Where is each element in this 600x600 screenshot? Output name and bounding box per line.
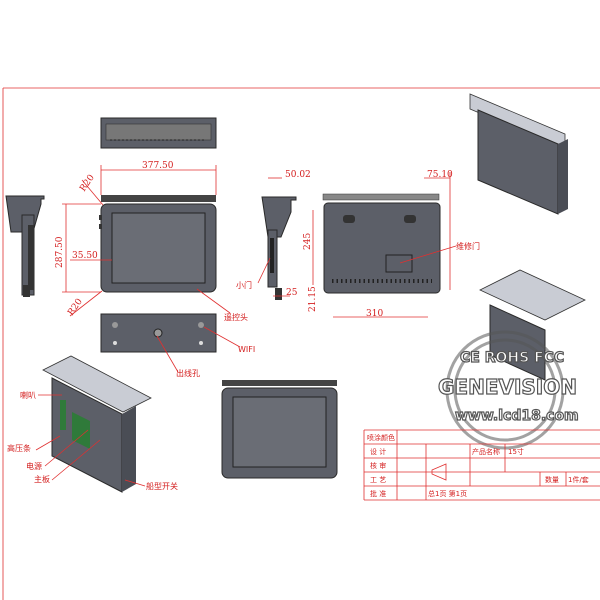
tb-design: 设 计 xyxy=(370,447,386,456)
dim-back-offset: 75.10 xyxy=(427,170,453,180)
tb-product-name-label: 产品名称 xyxy=(472,447,500,456)
label-cable-hole: 出线孔 xyxy=(176,368,200,378)
label-hv-strip: 高压条 xyxy=(7,443,31,453)
watermark-url: www.lcd18.com xyxy=(455,408,579,424)
back-view xyxy=(322,193,441,294)
internal-callouts: 喇叭 高压条 电源 主板 船型开关 xyxy=(7,390,178,491)
tb-product-name: 15寸 xyxy=(508,447,524,456)
left-side-view xyxy=(5,195,45,297)
bottom-view xyxy=(100,313,217,353)
title-block: 喷涂颜色 设 计 核 审 工 艺 批 准 总1页 第1页 产品名称 15寸 数量… xyxy=(363,429,600,501)
dim-bezel: 35.50 xyxy=(72,251,98,261)
watermark-seal: CE ROHS FCC GENEVISION www.lcd18.com xyxy=(437,330,579,450)
dim-side-depth: 50.02 xyxy=(285,170,311,180)
label-speaker: 喇叭 xyxy=(20,390,36,400)
label-rocker-switch: 船型开关 xyxy=(146,481,178,491)
dim-side-bottom: 25 xyxy=(286,288,298,298)
dim-back-width: 310 xyxy=(366,309,383,319)
watermark-certs: CE ROHS FCC xyxy=(460,350,564,366)
label-power: 电源 xyxy=(26,461,42,471)
tb-quantity-label: 数量 xyxy=(545,475,559,484)
watermark-brand: GENEVISION xyxy=(438,375,577,399)
dim-radius-bottom: R20 xyxy=(66,297,85,318)
label-mainboard: 主板 xyxy=(34,474,50,484)
label-remote-receiver: 遥控头 xyxy=(224,312,248,322)
tb-review: 核 审 xyxy=(370,461,386,470)
tb-paint-color: 喷涂颜色 xyxy=(367,433,395,442)
front-view xyxy=(99,195,217,293)
label-small-door: 小门 xyxy=(236,280,252,290)
front-view-small xyxy=(221,380,338,479)
dim-back-bottom: 21.15 xyxy=(308,286,318,312)
dim-front-width: 377.50 xyxy=(142,161,174,171)
isometric-top-right xyxy=(469,93,568,215)
tb-process: 工 艺 xyxy=(370,476,386,484)
dim-radius-top: R20 xyxy=(78,173,97,194)
top-view xyxy=(100,117,217,149)
dim-front-height: 287.50 xyxy=(55,236,65,268)
dim-back-height: 245 xyxy=(303,233,313,250)
label-service-door: 维修门 xyxy=(456,241,480,251)
tb-pages: 总1页 第1页 xyxy=(428,489,467,498)
right-side-view xyxy=(261,196,297,300)
tb-approve: 批 准 xyxy=(370,489,386,498)
tb-quantity: 1件/套 xyxy=(568,475,589,484)
label-wifi: WIFI xyxy=(238,345,255,354)
isometric-internal xyxy=(42,355,152,493)
